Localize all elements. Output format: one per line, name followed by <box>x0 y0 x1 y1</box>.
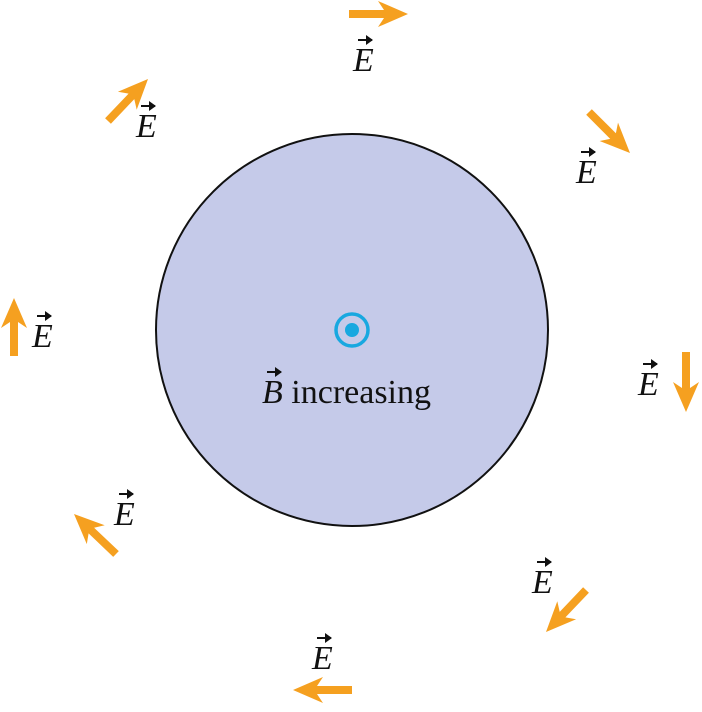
e-field-label-left: E <box>32 311 53 355</box>
e-arrow-lower-right <box>546 587 589 632</box>
out-of-page-symbol <box>334 312 370 348</box>
e-arrow-top <box>349 1 408 27</box>
e-field-label-upper-right: E <box>576 147 597 191</box>
e-field-label-upper-left: E <box>136 101 157 145</box>
e-symbol: E <box>114 489 135 533</box>
e-symbol: E <box>136 101 157 145</box>
e-arrow-lower-left <box>74 514 119 557</box>
e-symbol: E <box>32 311 53 355</box>
e-arrow-right <box>673 352 699 412</box>
magnetic-field-label: B increasing <box>262 367 431 411</box>
magnetic-status-text: increasing <box>291 374 431 411</box>
e-field-label-top: E <box>353 35 374 79</box>
out-of-page-ring <box>334 312 370 348</box>
e-arrow-upper-right <box>586 109 630 153</box>
e-symbol: E <box>576 147 597 191</box>
e-symbol: E <box>312 633 333 677</box>
b-symbol: B <box>262 367 283 411</box>
e-field-label-lower-right: E <box>532 557 553 601</box>
e-field-label-right: E <box>638 359 659 403</box>
e-symbol: E <box>638 359 659 403</box>
e-symbol: E <box>353 35 374 79</box>
e-arrow-upper-left <box>105 79 148 124</box>
e-field-label-lower-left: E <box>114 489 135 533</box>
e-field-label-bottom: E <box>312 633 333 677</box>
out-of-page-dot <box>345 323 359 337</box>
e-arrow-bottom <box>293 677 352 703</box>
e-symbol: E <box>532 557 553 601</box>
e-arrow-left <box>1 298 27 356</box>
